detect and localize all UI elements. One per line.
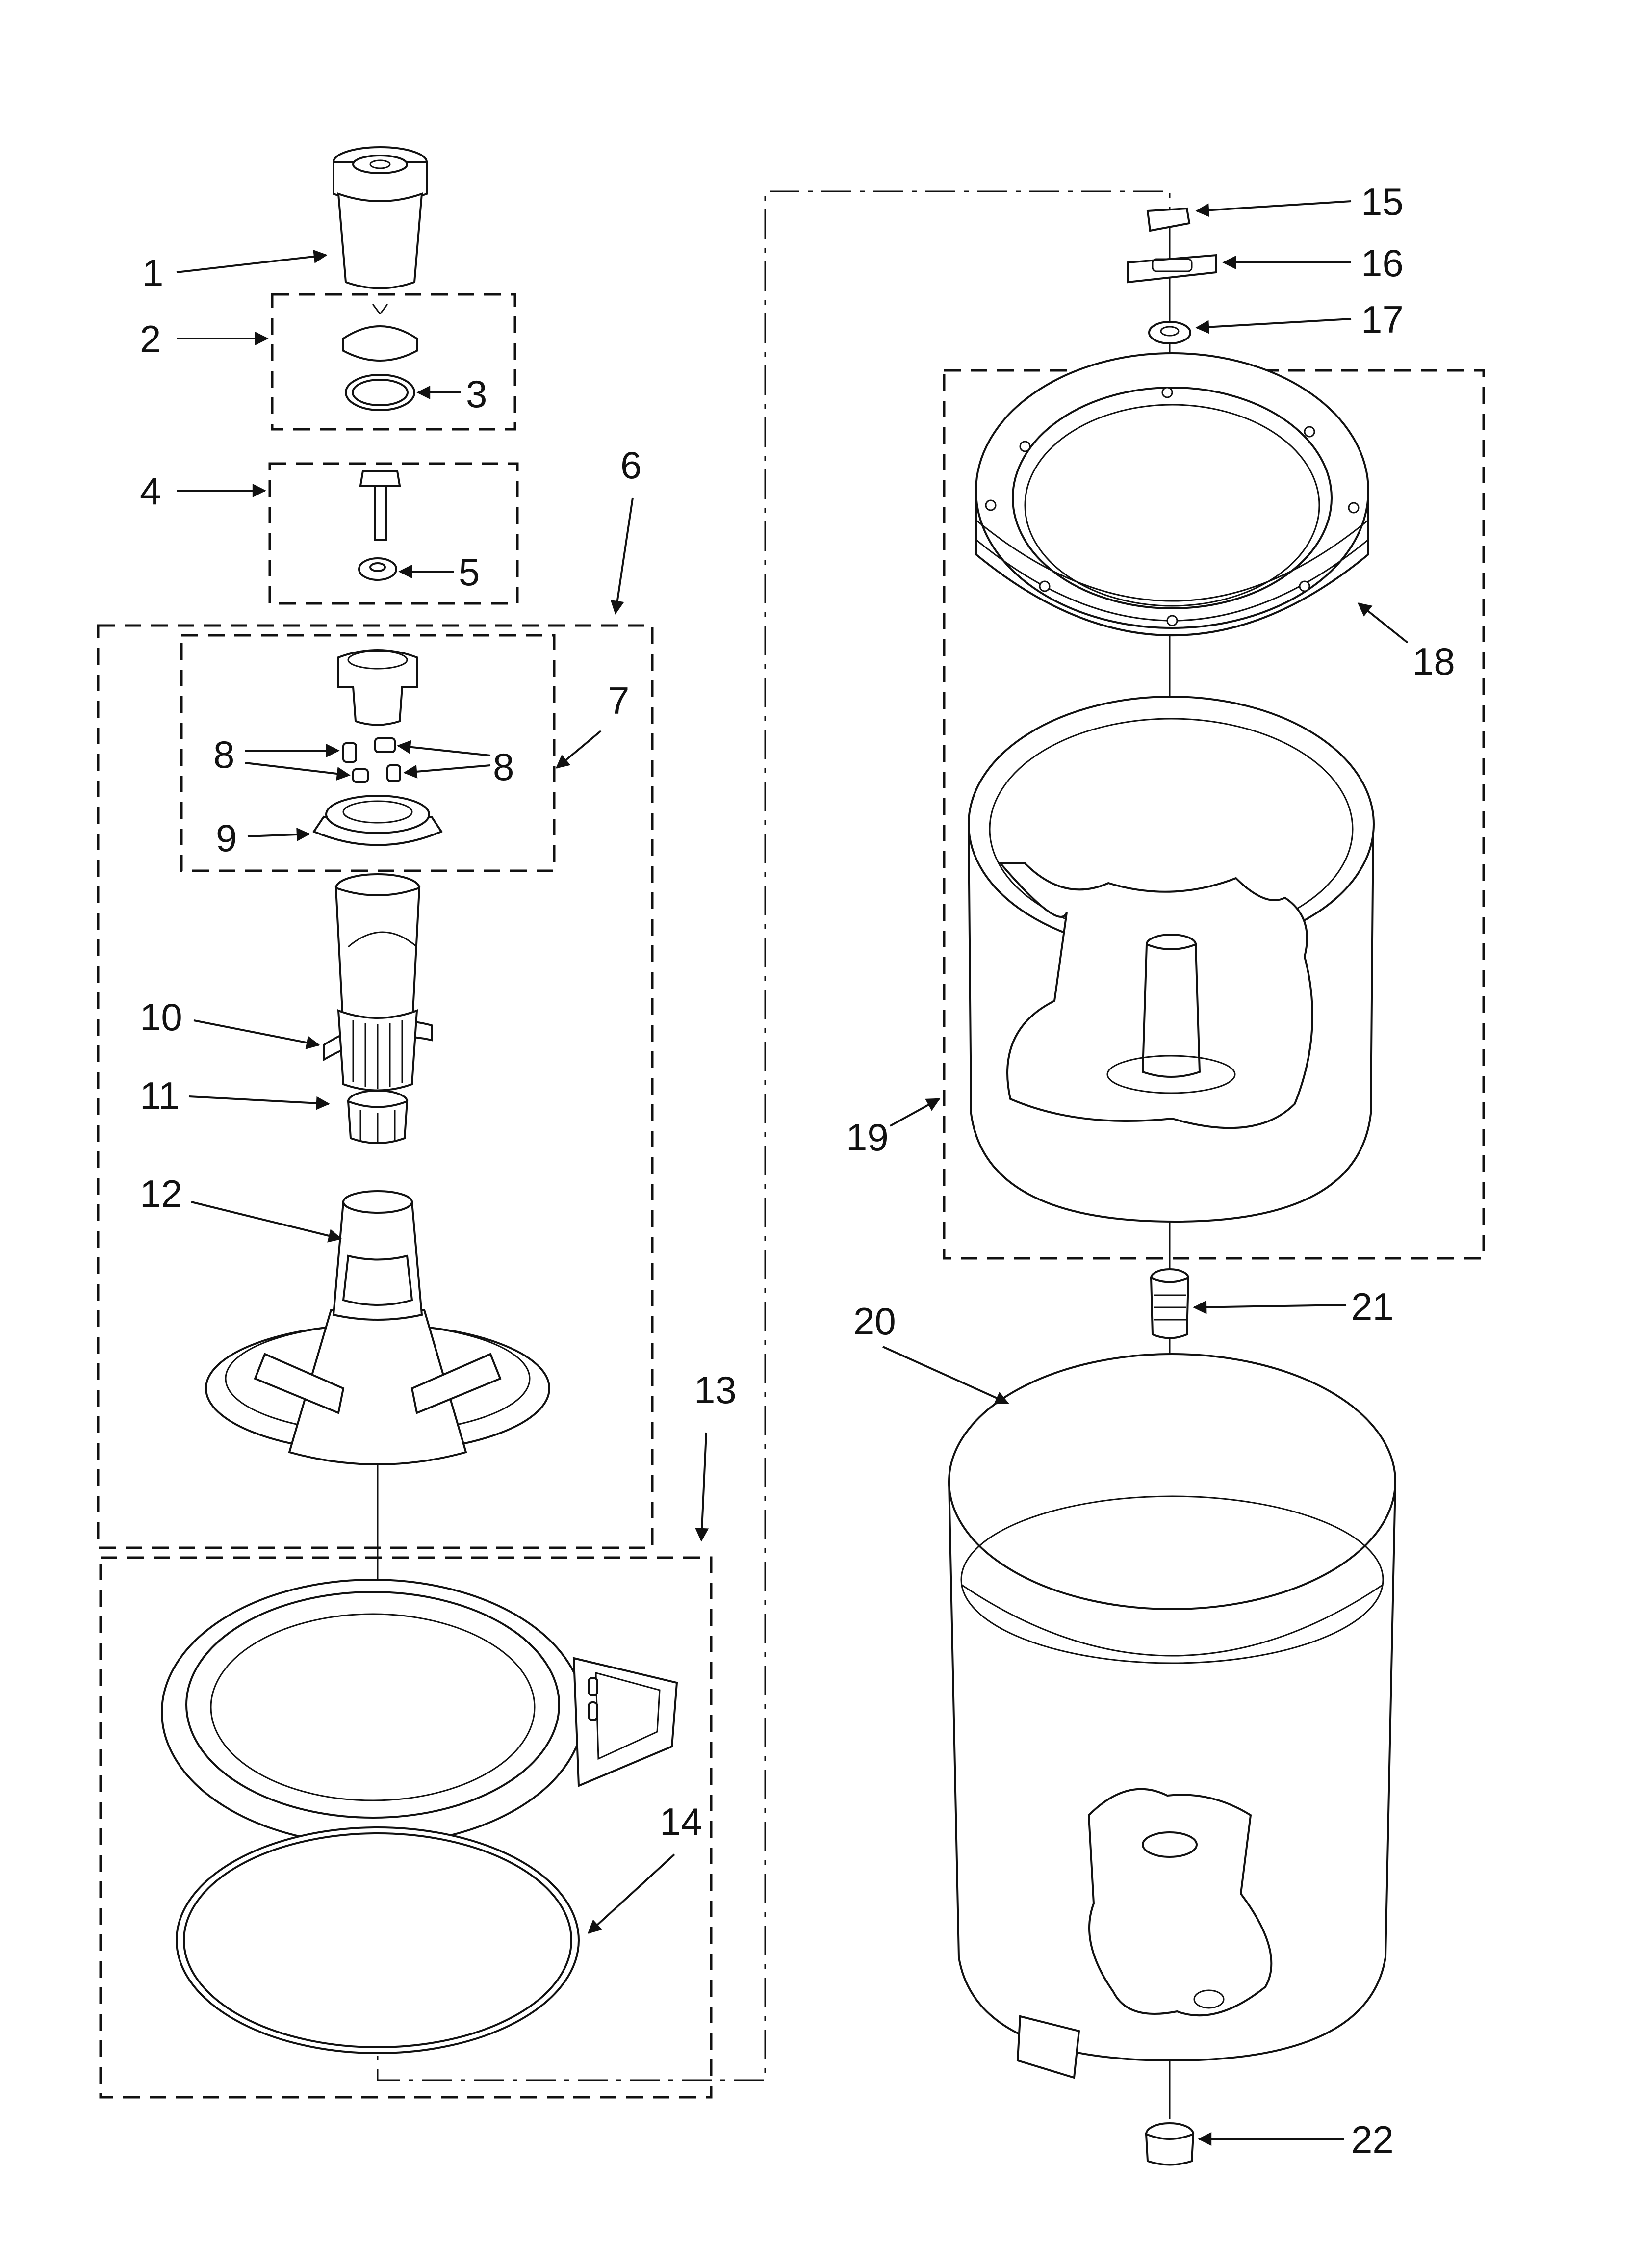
part-21-hub <box>1150 1268 1190 1339</box>
part-7-agitator-cam <box>337 649 418 726</box>
label-part-8-right: 8 <box>493 745 514 788</box>
label-part-17: 17 <box>1361 298 1404 341</box>
part-19-basket <box>967 696 1375 1223</box>
label-part-2: 2 <box>140 317 161 361</box>
connector-line <box>377 190 1171 2081</box>
part-3-o-ring <box>345 374 415 411</box>
part-14-tub-seal <box>176 1826 580 2054</box>
part-8-dogs <box>342 737 401 783</box>
part-15-clip <box>1146 207 1191 232</box>
label-part-12: 12 <box>140 1172 182 1215</box>
label-part-4: 4 <box>140 469 161 513</box>
label-part-20: 20 <box>853 1300 896 1343</box>
label-part-5: 5 <box>459 550 480 594</box>
label-part-8-left: 8 <box>213 733 234 776</box>
part-20-outer-tub <box>948 1353 1397 2079</box>
label-part-3: 3 <box>466 372 487 416</box>
part-2-cap <box>342 304 418 362</box>
label-part-15: 15 <box>1361 180 1404 223</box>
part-16-plate <box>1127 254 1217 284</box>
part-17-nut <box>1148 321 1191 344</box>
leader-arrows <box>176 200 1409 2146</box>
part-22-cap <box>1145 2122 1195 2166</box>
label-part-18: 18 <box>1412 640 1455 683</box>
group-box-4 <box>268 462 519 605</box>
label-part-22: 22 <box>1351 2118 1394 2161</box>
part-9-cam-ring <box>312 795 443 846</box>
part-1-dispenser-cup <box>333 146 428 289</box>
label-part-14: 14 <box>660 1800 702 1843</box>
label-part-10: 10 <box>140 995 182 1039</box>
group-box-2 <box>271 293 516 431</box>
label-part-11: 11 <box>140 1074 180 1117</box>
part-13-tub-ring <box>161 1579 678 1846</box>
part-10-auger <box>323 873 433 1092</box>
label-part-9: 9 <box>216 816 237 860</box>
label-part-1: 1 <box>142 251 163 294</box>
group-box-13 <box>99 1556 713 2099</box>
part-18-balance-ring <box>975 352 1369 636</box>
label-part-21: 21 <box>1351 1285 1394 1328</box>
label-part-7: 7 <box>608 679 629 722</box>
label-part-19: 19 <box>846 1116 889 1159</box>
group-box-6 <box>97 624 654 1549</box>
label-part-13: 13 <box>694 1368 737 1411</box>
label-part-6: 6 <box>620 443 641 487</box>
part-4-bolt <box>359 470 401 541</box>
part-11-drive-bell <box>347 1090 409 1144</box>
label-part-16: 16 <box>1361 241 1404 285</box>
part-5-washer <box>358 557 397 581</box>
group-box-7 <box>180 634 556 872</box>
part-12-agitator-base <box>205 1190 550 1465</box>
